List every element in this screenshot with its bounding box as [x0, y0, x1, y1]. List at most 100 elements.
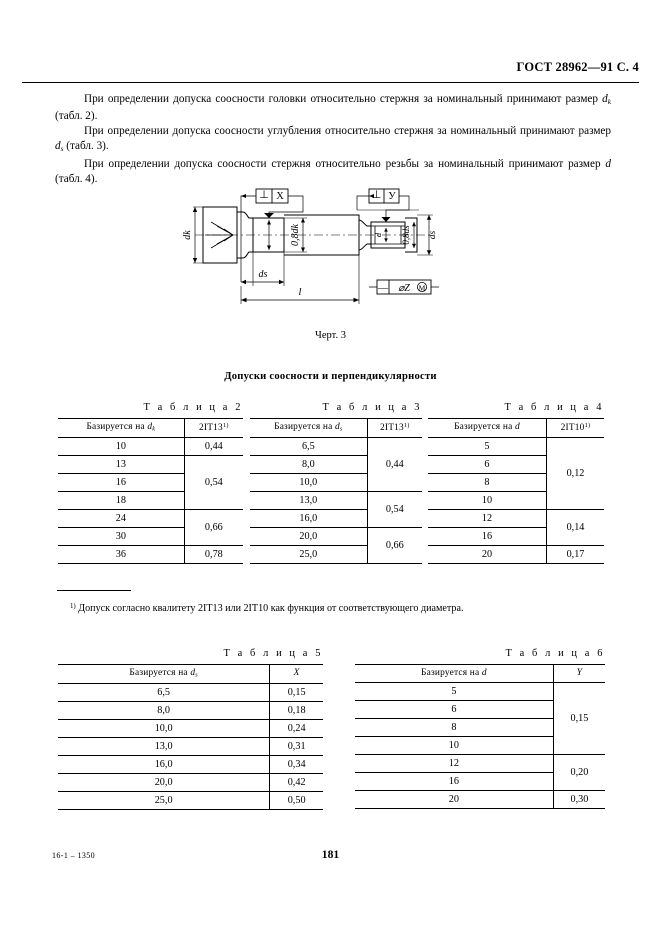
footnote-rule [57, 590, 131, 591]
dim-08ds-arrow-bottom [411, 243, 416, 248]
column-header-tolerance: 2IT131) [366, 418, 422, 438]
label-ds-vertical: ds [428, 230, 438, 239]
cell-tolerance-value: 0,15 [552, 682, 605, 755]
cell-tolerance-value: 0,31 [269, 737, 323, 756]
cell-basis-value: 12 [428, 509, 547, 528]
cell-tolerance-value: 0,42 [269, 773, 323, 792]
label-08dk: 0,8dk [290, 223, 301, 246]
header-divider [22, 82, 639, 83]
column-header-symbol: dk [147, 422, 156, 433]
cell-basis-value: 10 [355, 736, 554, 755]
cell-basis-value: 10,0 [250, 473, 368, 492]
dim-08dk-arrow2-bottom [300, 247, 305, 252]
cell-tolerance-value: 0,44 [183, 436, 243, 456]
dim-d-arrow-top [383, 228, 388, 232]
cell-tolerance-value: 0,24 [269, 719, 323, 738]
table-row: 10 [355, 736, 605, 755]
cell-basis-value: 5 [428, 436, 547, 456]
fcf-left-letter: X [276, 191, 284, 202]
footer-page-number: 181 [321, 848, 340, 861]
fcf-left-symbol: ⊥ [259, 189, 269, 201]
dim-ds-ext [252, 252, 284, 286]
paragraph-2-text: При определении допуска соосности углубл… [84, 125, 611, 138]
dim-08dk-arrow-top [266, 220, 271, 225]
column-header-symbol: d [481, 668, 487, 678]
table-row: 6 [428, 455, 604, 474]
fcf-right-letter: У [388, 191, 396, 202]
table-row: 16,0 [250, 509, 422, 528]
cell-basis-value: 8,0 [250, 455, 368, 474]
cell-tolerance-value: 0,54 [366, 491, 422, 528]
cell-tolerance-value: 0,66 [366, 527, 422, 564]
symbol-d: d [605, 157, 611, 170]
cell-basis-value: 13,0 [250, 491, 368, 510]
column-header-symbol: d [514, 422, 520, 433]
cell-basis-value: 25,0 [58, 791, 270, 810]
dim-ds-right-arrow-top [426, 215, 431, 220]
table-2-caption: Т а б л и ц а 2 [143, 402, 243, 413]
cell-basis-value: 16,0 [58, 755, 270, 774]
table-row: 25,0 [250, 545, 422, 564]
paragraph-2-ref: (табл. 3). [63, 140, 109, 153]
threaded-end-outline [370, 221, 405, 249]
footnote-text: Допуск согласно квалитету 2IT13 или 2IT1… [78, 603, 464, 615]
cell-basis-value: 20 [355, 790, 554, 809]
dim-l-ext [240, 255, 359, 304]
cell-tolerance-value: 0,14 [545, 509, 604, 546]
column-header-tolerance: X [269, 664, 323, 684]
position-frame-symbol: — [377, 283, 389, 294]
cell-basis-value: 16 [58, 473, 185, 492]
label-ds-horizontal: ds [258, 269, 267, 280]
fcf-right-symbol: ⊥ [371, 189, 381, 201]
table-row: 18 [58, 491, 243, 510]
table-6-caption: Т а б л и ц а 6 [505, 648, 605, 659]
column-header-basis: Базируется на d [355, 664, 554, 683]
cell-basis-value: 6 [428, 455, 547, 474]
fcf-left-reference-line [240, 195, 256, 282]
column-header-basis: Базируется на ds [250, 418, 368, 438]
column-header-tolerance: 2IT101) [545, 418, 604, 438]
cell-basis-value: 20 [428, 545, 547, 564]
footnote: 1) Допуск согласно квалитету 2IT13 или 2… [70, 600, 610, 615]
dim-ds-arrow-right [278, 279, 284, 285]
cell-tolerance-value: 0,15 [269, 682, 323, 702]
column-header-tolerance: Y [552, 664, 605, 683]
cell-basis-value: 8,0 [58, 701, 270, 720]
dim-dk-ext [192, 206, 203, 264]
dim-l-arrow-right [353, 297, 359, 303]
technical-drawing-figure: ⊥ X ⊥ У — ⌀Z M dk 0,8dk ds l d 0,8ds ds [0, 182, 661, 332]
cell-tolerance-value: 0,44 [366, 436, 422, 492]
dim-l-arrow-left [240, 297, 246, 303]
cell-basis-value: 16 [428, 527, 547, 546]
datum-triangle-right [381, 217, 390, 222]
screw-head-outline [202, 206, 237, 264]
column-header-footnote-ref: 1) [584, 422, 591, 429]
cell-basis-value: 8 [428, 473, 547, 492]
cell-basis-value: 16 [355, 772, 554, 791]
table-row: 30 [58, 527, 243, 546]
cell-tolerance-value: 0,17 [545, 545, 604, 564]
cell-basis-value: 24 [58, 509, 185, 528]
table-row: 10 [428, 491, 604, 510]
column-header-symbol: ds [335, 422, 343, 433]
cell-tolerance-value: 0,30 [552, 790, 605, 809]
shoulder-screw-drawing-svg: ⊥ X ⊥ У — ⌀Z M dk 0,8dk ds l d 0,8ds ds [182, 188, 439, 304]
column-header-tolerance: 2IT131) [183, 418, 243, 438]
table-row: 8,0 [250, 455, 422, 474]
cell-basis-value: 6,5 [250, 436, 368, 456]
datum-triangle-left [263, 213, 274, 218]
